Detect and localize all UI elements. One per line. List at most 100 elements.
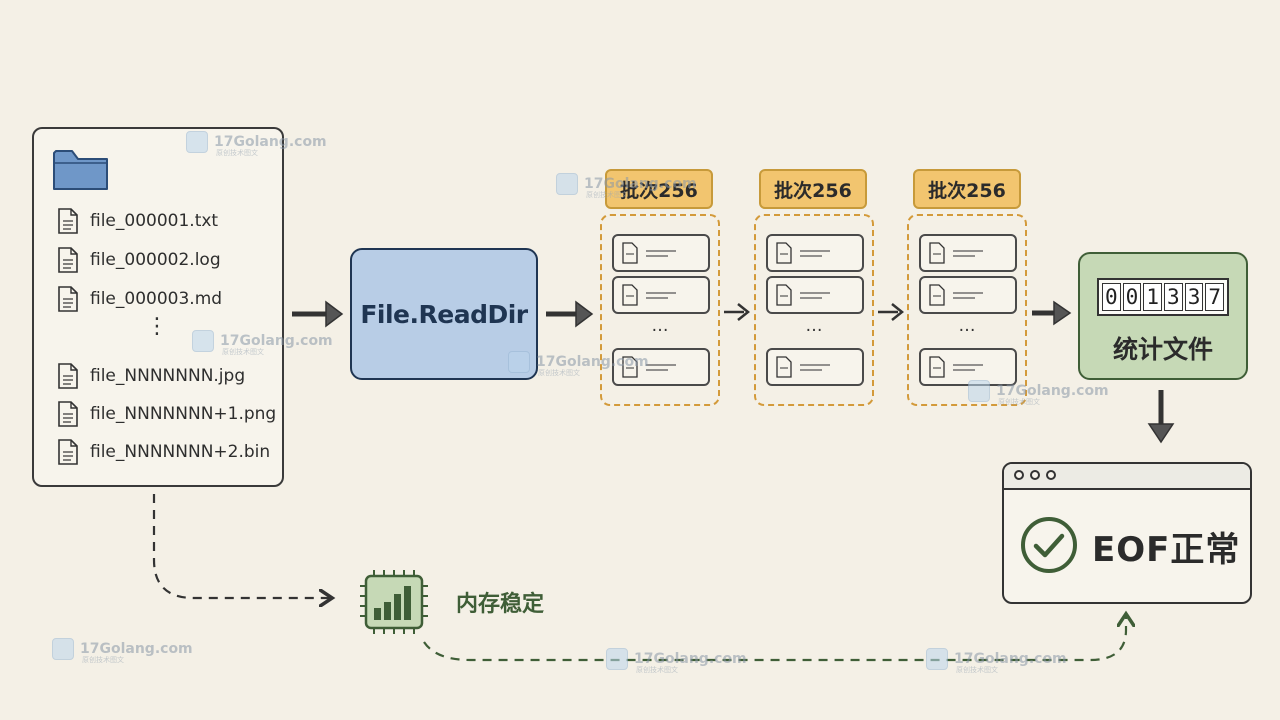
counter-digit: 3 (1164, 283, 1183, 311)
batch-box: … (754, 214, 874, 406)
watermark-logo-icon (606, 648, 628, 670)
batch-box: … (600, 214, 720, 406)
watermark: 17Golang.com 原创技术图文 (508, 351, 649, 377)
watermark: 17Golang.com 原创技术图文 (968, 380, 1109, 406)
watermark-text: 17Golang.com (996, 383, 1109, 399)
arrow-batch1-to-batch2 (724, 303, 751, 321)
file-name: file_NNNNNNN.jpg (90, 366, 246, 386)
batch-file-card (766, 234, 864, 272)
watermark-sub: 原创技术图文 (998, 398, 1040, 406)
watermark-sub: 原创技术图文 (636, 666, 678, 674)
folder-icon (53, 150, 108, 190)
batch-file-card (919, 234, 1017, 272)
document-icon (58, 247, 78, 273)
counter-digit: 0 (1102, 283, 1121, 311)
watermark-sub: 原创技术图文 (586, 191, 628, 199)
stat-files-node: 0 0 1 3 3 7 统计文件 (1078, 252, 1248, 380)
counter-digit: 3 (1184, 283, 1204, 311)
batch-ellipsis: … (805, 316, 823, 336)
batch-file-card (766, 348, 864, 386)
watermark-logo-icon (508, 351, 530, 373)
readdir-node: File.ReadDir (350, 248, 538, 380)
readdir-label: File.ReadDir (360, 299, 528, 329)
file-list-panel: file_000001.txt file_000002.log file_000… (32, 127, 284, 487)
document-icon (622, 356, 676, 378)
watermark: 17Golang.com 原创技术图文 (192, 330, 333, 356)
chip-chart-icon (360, 570, 428, 634)
batch-label: 批次256 (605, 169, 713, 209)
document-icon (58, 401, 78, 427)
document-icon (776, 284, 830, 306)
watermark-text: 17Golang.com (954, 651, 1067, 667)
batch-file-card (612, 276, 710, 314)
watermark-logo-icon (556, 173, 578, 195)
watermark-logo-icon (186, 131, 208, 153)
file-item: file_NNNNNNN.jpg (58, 362, 245, 390)
browser-window-icon (1004, 464, 1250, 490)
file-name: file_000001.txt (90, 211, 219, 231)
watermark-text: 17Golang.com (584, 176, 697, 192)
stat-files-label: 统计文件 (1112, 335, 1213, 364)
watermark-text: 17Golang.com (536, 354, 649, 370)
arrow-readdir-to-batch (546, 300, 594, 328)
watermark: 17Golang.com 原创技术图文 (52, 638, 193, 664)
document-icon (58, 208, 78, 234)
watermark-sub: 原创技术图文 (222, 348, 264, 356)
batch-file-card (919, 276, 1017, 314)
file-item: file_NNNNNNN+1.png (58, 400, 276, 428)
watermark: 17Golang.com 原创技术图文 (186, 131, 327, 157)
arrow-batch-to-stat (1032, 300, 1072, 326)
arrow-batch2-to-batch3 (878, 303, 905, 321)
watermark: 17Golang.com 原创技术图文 (926, 648, 1067, 674)
arrow-files-to-readdir (292, 300, 344, 328)
document-icon (776, 242, 830, 264)
batch-box: … (907, 214, 1027, 406)
watermark-sub: 原创技术图文 (82, 656, 124, 664)
watermark-sub: 原创技术图文 (538, 369, 580, 377)
window-dot (1030, 470, 1040, 480)
document-icon (929, 356, 983, 378)
file-name: file_NNNNNNN+1.png (90, 404, 277, 424)
batch-label: 批次256 (913, 169, 1021, 209)
watermark-logo-icon (52, 638, 74, 660)
watermark-logo-icon (926, 648, 948, 670)
document-icon (58, 363, 78, 389)
document-icon (58, 439, 78, 465)
batch-ellipsis: … (651, 316, 669, 336)
document-icon (929, 284, 983, 306)
watermark: 17Golang.com 原创技术图文 (556, 173, 697, 199)
digital-counter-icon: 0 0 1 3 3 7 (1097, 278, 1229, 316)
batch-file-card (612, 234, 710, 272)
file-name: file_NNNNNNN+2.bin (90, 442, 271, 462)
arrow-stat-to-eof (1147, 390, 1175, 444)
window-dot (1014, 470, 1024, 480)
eof-window: EOF正常 (1002, 462, 1252, 604)
watermark-text: 17Golang.com (214, 134, 327, 150)
file-name: file_000002.log (90, 250, 221, 270)
file-item: file_000001.txt (58, 207, 218, 235)
document-icon (622, 284, 676, 306)
file-name: file_000003.md (90, 289, 223, 309)
check-circle-icon (1021, 517, 1077, 573)
vertical-ellipsis: ⋮ (146, 314, 168, 339)
watermark-sub: 原创技术图文 (956, 666, 998, 674)
watermark: 17Golang.com 原创技术图文 (606, 648, 747, 674)
counter-digit: 1 (1143, 283, 1163, 311)
watermark-text: 17Golang.com (80, 641, 193, 657)
batch-file-card (612, 348, 710, 386)
watermark-text: 17Golang.com (634, 651, 747, 667)
eof-label: EOF正常 (1092, 530, 1241, 570)
batch-ellipsis: … (958, 316, 976, 336)
window-dot (1046, 470, 1056, 480)
document-icon (776, 356, 830, 378)
watermark-logo-icon (192, 330, 214, 352)
document-icon (929, 242, 983, 264)
batch-label: 批次256 (759, 169, 867, 209)
file-item: file_000002.log (58, 246, 221, 274)
batch-file-card (766, 276, 864, 314)
watermark-sub: 原创技术图文 (216, 149, 258, 157)
counter-digit: 0 (1122, 283, 1142, 311)
dashed-path-files-to-memory (152, 494, 330, 598)
memory-stable-label: 内存稳定 (456, 592, 545, 617)
